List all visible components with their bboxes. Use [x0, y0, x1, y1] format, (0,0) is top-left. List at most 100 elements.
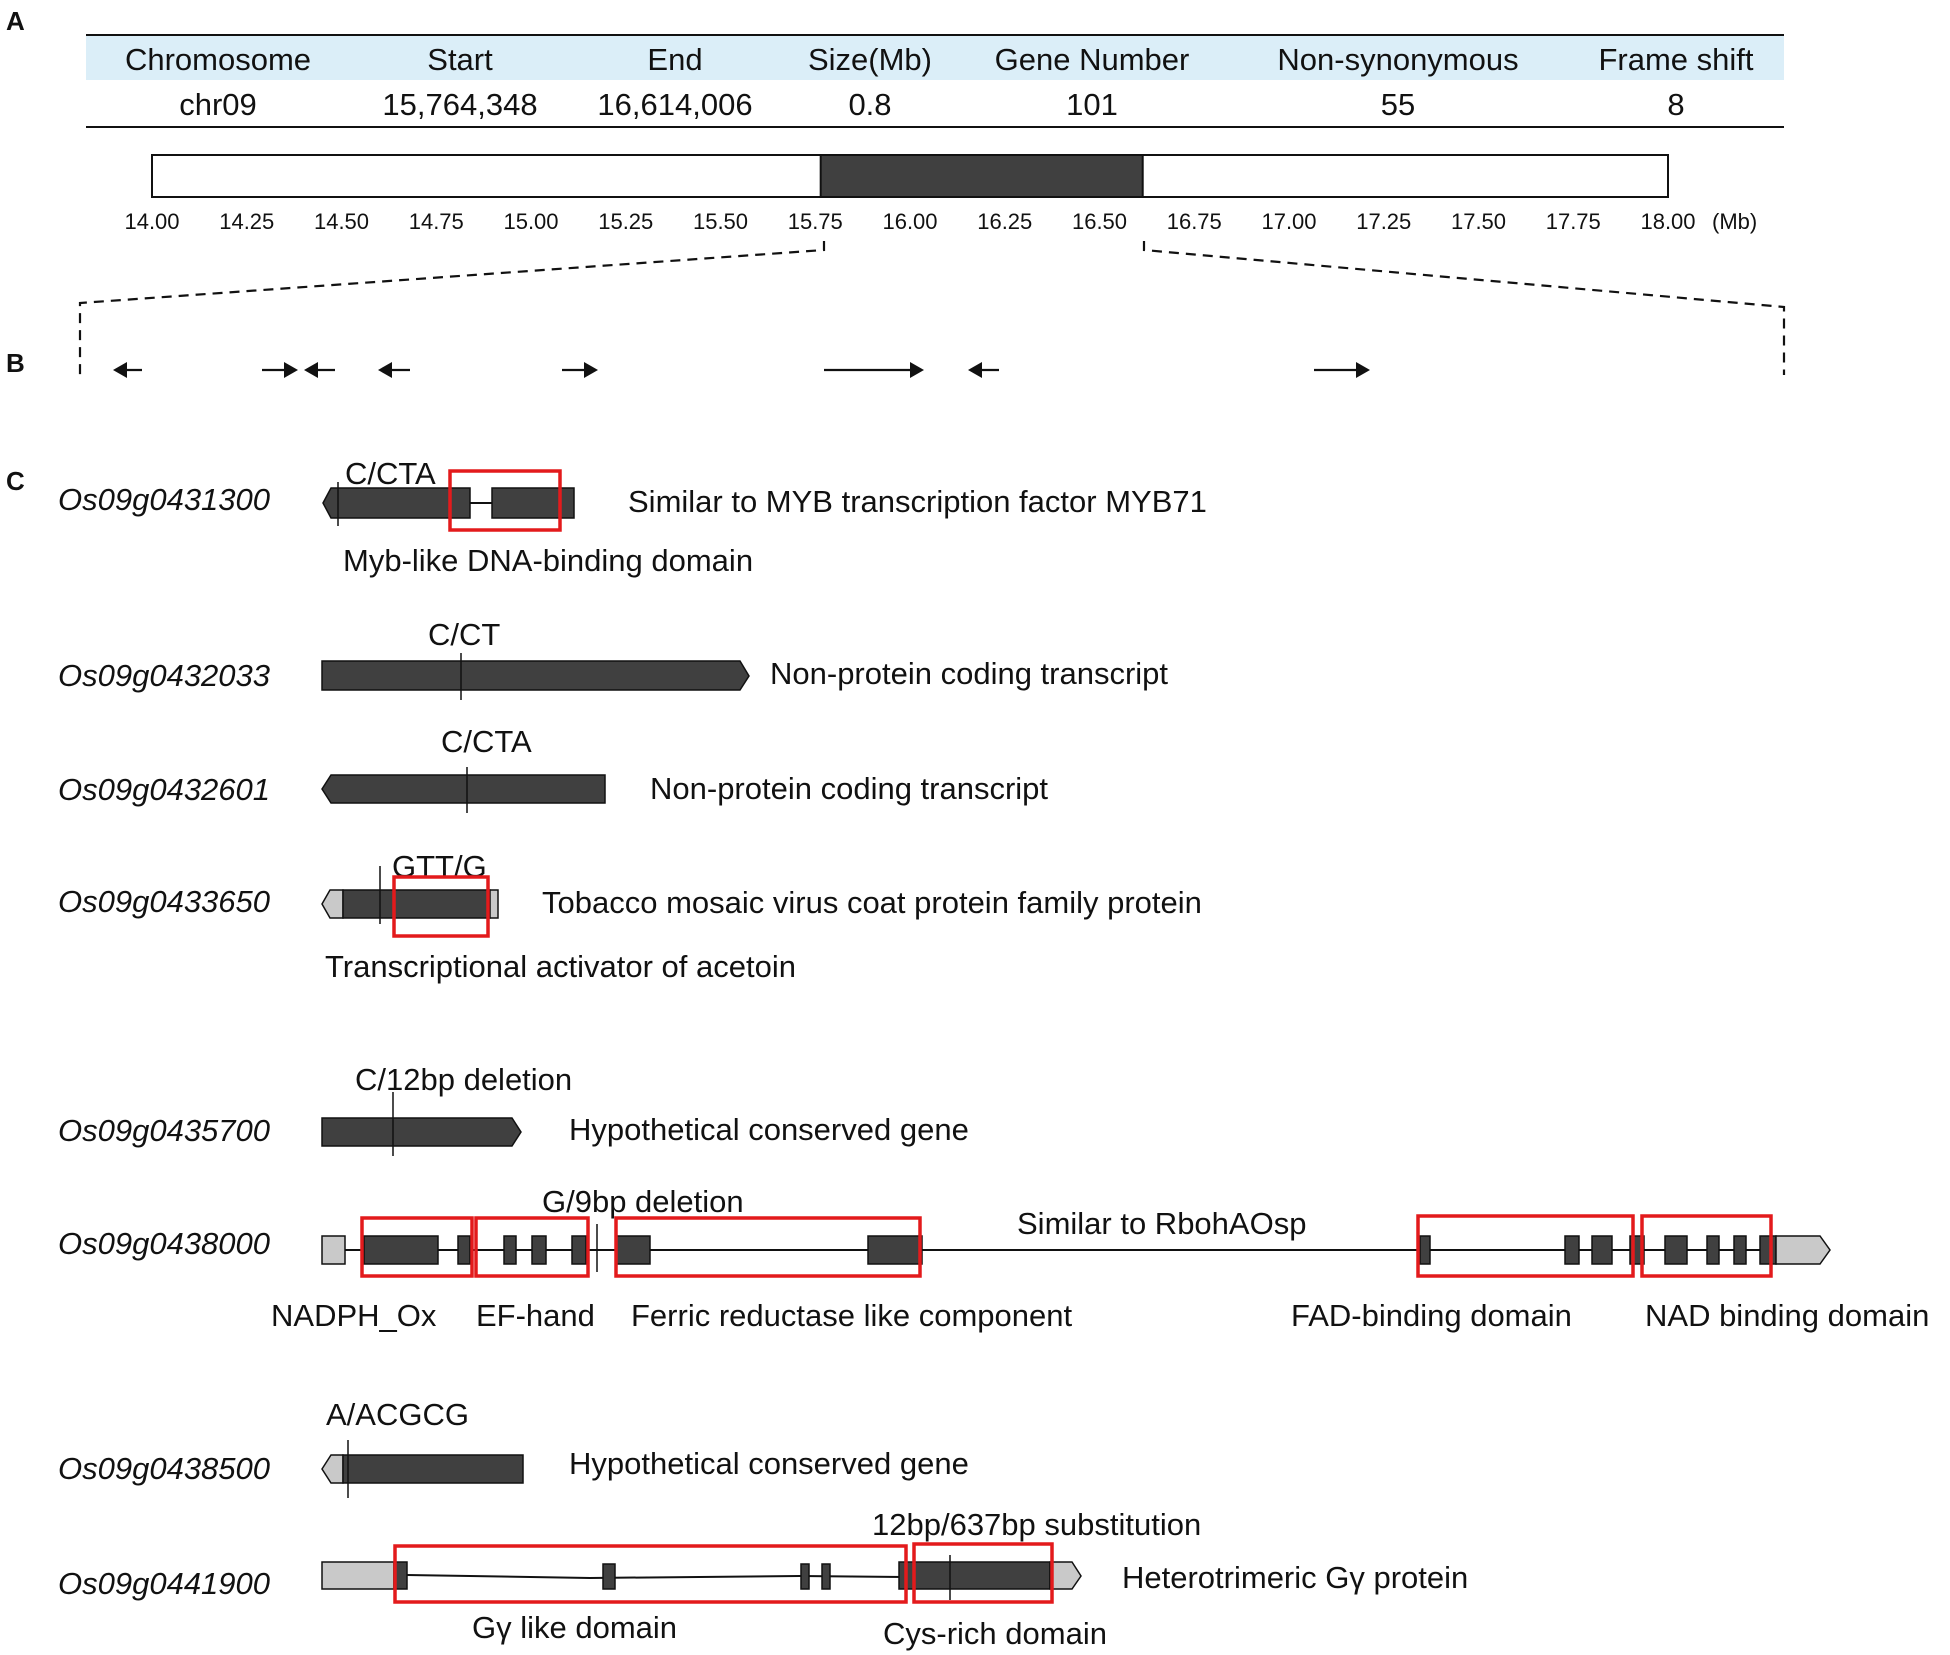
chromosome-tick-label: 16.00 [882, 209, 937, 234]
table-header-frame-shift: Frame shift [1598, 42, 1753, 77]
gene-id: Os09g0438000 [58, 1226, 270, 1261]
table-header-start: Start [427, 42, 493, 77]
exon [457, 1235, 471, 1265]
utr [321, 1561, 395, 1590]
gene-model-os09g0432033: Os09g0432033 C/CT Non-protein coding tra… [58, 617, 1168, 700]
exon [1759, 1235, 1777, 1265]
domain-box-cys-rich [912, 1542, 1054, 1604]
gene-description: Hypothetical conserved gene [569, 1446, 969, 1481]
table-cell-non-synonymous: 55 [1381, 87, 1415, 122]
variant-label: 12bp/637bp substitution [872, 1507, 1201, 1542]
domain-box-acetoin [392, 875, 490, 938]
zoom-left-dashed-line [78, 241, 826, 375]
gene-description: Non-protein coding transcript [650, 771, 1048, 806]
chromosome-tick-label: 18.00 [1640, 209, 1695, 234]
exon [571, 1235, 587, 1265]
variant-label: G/9bp deletion [542, 1184, 744, 1219]
gene-model-os09g0432601: Os09g0432601 C/CTA Non-protein coding tr… [58, 724, 1048, 813]
domain-box-nad-binding [1640, 1214, 1773, 1278]
utr [321, 1454, 344, 1484]
table-cell-start: 15,764,348 [382, 87, 537, 122]
gene-model-os09g0438000: Os09g0438000 G/9bp deletion Similar to R… [58, 1184, 1929, 1333]
chromosome-tick-label: 14.75 [409, 209, 464, 234]
utr [1775, 1235, 1831, 1265]
exon [531, 1235, 547, 1265]
gene-description: Hypothetical conserved gene [569, 1112, 969, 1147]
gene-model-os09g0435700: Os09g0435700 C/12bp deletion Hypothetica… [58, 1062, 969, 1156]
table-header-gene-number: Gene Number [995, 42, 1190, 77]
utr [321, 889, 344, 919]
variant-label: C/CTA [345, 456, 436, 491]
chromosome-tick-label: 15.25 [598, 209, 653, 234]
table-header-background [86, 36, 1784, 80]
table-header-end: End [647, 42, 702, 77]
exon [342, 889, 491, 919]
domain-label-ferric-reductase: Ferric reductase like component [631, 1298, 1072, 1333]
variant-label: C/CTA [441, 724, 532, 759]
exon [1706, 1235, 1720, 1265]
domain-label-fad-binding: FAD-binding domain [1291, 1298, 1572, 1333]
gene-arrow-reverse [304, 362, 335, 378]
domain-box-g-gamma-like [393, 1544, 908, 1604]
exon [1733, 1235, 1747, 1265]
gene-id: Os09g0433650 [58, 884, 270, 919]
domain-label-ef-hand: EF-hand [476, 1298, 595, 1333]
domain-box-myb [448, 469, 562, 532]
chromosome-tick-label: 17.50 [1451, 209, 1506, 234]
table-header-non-synonymous: Non-synonymous [1277, 42, 1518, 77]
panel-label-a: A [6, 6, 25, 36]
exon [821, 1563, 831, 1590]
chromosome-tick-label: 15.75 [788, 209, 843, 234]
utr [489, 889, 499, 919]
chromosome-tick-label: 15.00 [503, 209, 558, 234]
domain-label-acetoin: Transcriptional activator of acetoin [325, 949, 796, 984]
gene-arrow-forward [562, 362, 598, 378]
variant-label: A/ACGCG [326, 1397, 469, 1432]
exon [322, 487, 471, 519]
domain-box-ferric-reductase [614, 1216, 922, 1278]
gene-arrow-reverse [968, 362, 999, 378]
domain-box-fad-binding [1416, 1214, 1635, 1278]
table-header-size: Size(Mb) [808, 42, 932, 77]
utr [1049, 1561, 1082, 1590]
variant-label: C/12bp deletion [355, 1062, 572, 1097]
gene-model-os09g0441900: Os09g0441900 12bp/637bp substitution Het… [58, 1507, 1468, 1651]
exon [342, 1454, 524, 1484]
domain-box-nadph-ox [360, 1216, 474, 1278]
exon [503, 1235, 517, 1265]
chromosome-tick-label: 14.25 [219, 209, 274, 234]
gene-id: Os09g0435700 [58, 1113, 270, 1148]
gene-description: Similar to MYB transcription factor MYB7… [628, 484, 1207, 519]
gene-description: Non-protein coding transcript [770, 656, 1168, 691]
exon [321, 1117, 522, 1147]
intron [406, 1574, 906, 1580]
gene-id: Os09g0438500 [58, 1451, 270, 1486]
chromosome-tick-label: 17.25 [1356, 209, 1411, 234]
chromosome-tick-label: 14.50 [314, 209, 369, 234]
exon [1591, 1235, 1613, 1265]
table-cell-frame-shift: 8 [1667, 87, 1684, 122]
chromosome-bar-highlight [819, 154, 1144, 198]
chromosome-tick-label: 17.00 [1261, 209, 1316, 234]
chromosome-tick-label: 17.75 [1546, 209, 1601, 234]
gene-description: Heterotrimeric Gγ protein [1122, 1560, 1468, 1595]
chromosome-tick-label: 15.50 [693, 209, 748, 234]
chromosome-tick-label: 16.25 [977, 209, 1032, 234]
gene-description: Tobacco mosaic virus coat protein family… [542, 885, 1202, 920]
exon [321, 660, 750, 691]
exon [363, 1235, 439, 1265]
summary-table: Chromosome Start End Size(Mb) Gene Numbe… [86, 34, 1784, 128]
exon [800, 1563, 810, 1590]
panel-label-c: C [6, 466, 25, 496]
gene-model-os09g0433650: Os09g0433650 GTT/G Tobacco mosaic virus … [58, 849, 1202, 984]
gene-arrow-reverse [113, 362, 142, 378]
chromosome-unit-label: (Mb) [1712, 209, 1757, 234]
domain-label-nad-binding: NAD binding domain [1645, 1298, 1929, 1333]
gene-arrows [113, 362, 1370, 378]
gene-id: Os09g0441900 [58, 1566, 270, 1601]
panel-label-b: B [6, 348, 25, 378]
exon [1664, 1235, 1688, 1265]
